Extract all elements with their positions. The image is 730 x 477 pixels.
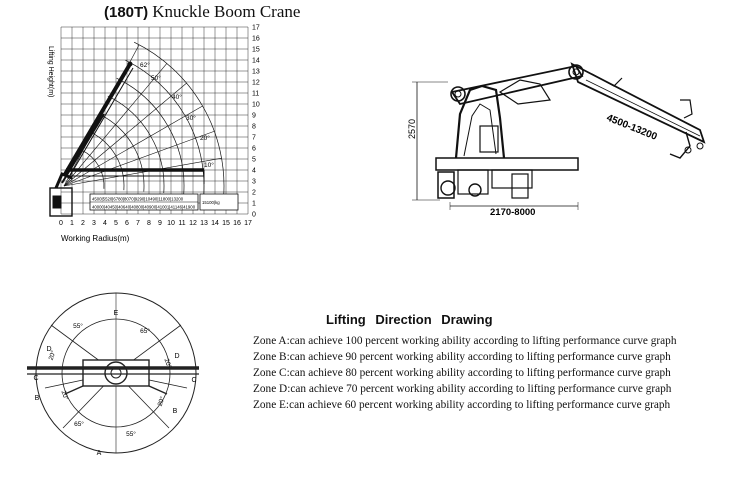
zone-letter: A bbox=[97, 450, 102, 457]
zone-letter: C bbox=[191, 377, 196, 384]
angle-label: 20° bbox=[200, 134, 210, 142]
zone-angle-label: 20° bbox=[162, 357, 173, 369]
title-model: (180T) bbox=[104, 4, 149, 21]
angle-ray bbox=[63, 157, 222, 187]
y-tick-label: 11 bbox=[252, 91, 259, 98]
zone-angle-label: 55° bbox=[126, 430, 136, 438]
angle-ray bbox=[63, 63, 168, 187]
crane-boom-drawing bbox=[49, 61, 205, 217]
x-tick-label: 14 bbox=[211, 220, 219, 227]
load-table-side-row: 15100|kg bbox=[202, 200, 220, 205]
zone-angle-label: 65° bbox=[74, 420, 84, 428]
zone-letters: E D D C C B B A bbox=[33, 310, 196, 457]
zone-angle-label: 20° bbox=[47, 349, 58, 361]
base-dimension: 2170-8000 bbox=[490, 207, 535, 218]
angle-label: 50° bbox=[151, 74, 161, 82]
zone-letter: C bbox=[33, 375, 38, 382]
x-tick-label: 13 bbox=[200, 220, 208, 227]
zone-circle-lines bbox=[27, 292, 199, 454]
zone-description-list: Zone A:can achieve 100 percent working a… bbox=[253, 333, 676, 413]
zone-letter: E bbox=[114, 310, 119, 317]
y-tick-label: 0 bbox=[252, 212, 256, 219]
height-dimension: 2570 bbox=[407, 119, 417, 139]
x-tick-label: 17 bbox=[244, 220, 252, 227]
x-tick-label: 8 bbox=[147, 220, 151, 227]
crane-side-view: 2570 4500-13200 2170-8000 bbox=[407, 62, 706, 218]
y-tick-label: 2 bbox=[252, 190, 256, 197]
zone-angle-label: 20° bbox=[156, 395, 167, 407]
x-tick-label: 1 bbox=[70, 220, 74, 227]
range-grid bbox=[60, 26, 249, 215]
y-tick-label: 10 bbox=[252, 102, 260, 109]
zone-d-description: Zone D:can achieve 70 percent working ab… bbox=[253, 383, 672, 395]
y-tick-label: 6 bbox=[252, 146, 256, 153]
zone-letter: D bbox=[46, 346, 51, 353]
x-tick-label: 11 bbox=[178, 220, 185, 227]
angle-ray bbox=[63, 105, 203, 187]
y-tick-label: 4 bbox=[252, 168, 256, 175]
zone-c-description: Zone C:can achieve 80 percent working ab… bbox=[253, 367, 671, 379]
x-tick-label: 16 bbox=[233, 220, 241, 227]
load-table-bottom-row: 40000|40450|40640|40800|40900|41001|4114… bbox=[92, 205, 196, 210]
y-tick-label: 1 bbox=[252, 201, 256, 208]
y-axis-label: Lifting Height(m) bbox=[47, 46, 54, 97]
side-view-drawing bbox=[412, 62, 706, 210]
working-range-chart: 4500|5520|6780|8070|9290|10490|11800|132… bbox=[47, 25, 260, 244]
zone-e-description: Zone E:can achieve 60 percent working ab… bbox=[253, 399, 671, 411]
x-tick-label: 6 bbox=[125, 220, 129, 227]
y-tick-label: 9 bbox=[252, 113, 256, 120]
y-tick-label: 15 bbox=[252, 47, 260, 54]
y-tick-label: 12 bbox=[252, 80, 260, 87]
angle-label: 62° bbox=[140, 61, 150, 69]
x-tick-label: 15 bbox=[222, 220, 230, 227]
x-tick-label: 12 bbox=[189, 220, 197, 227]
x-tick-label: 5 bbox=[114, 220, 118, 227]
angle-label: 30° bbox=[186, 114, 196, 122]
y-tick-label: 17 bbox=[252, 25, 260, 32]
y-tick-label: 5 bbox=[252, 157, 256, 164]
zone-angle-label: 55° bbox=[73, 322, 83, 330]
angle-labels: 62°50° 40° 30° 20° 10° bbox=[140, 61, 214, 169]
zone-angle-label: 65° bbox=[140, 327, 150, 335]
x-tick-label: 7 bbox=[136, 220, 140, 227]
x-tick-label: 4 bbox=[103, 220, 107, 227]
y-tick-label: 3 bbox=[252, 179, 256, 186]
zone-b-description: Zone B:can achieve 90 percent working ab… bbox=[253, 351, 671, 363]
title-name: Knuckle Boom Crane bbox=[152, 2, 301, 21]
x-tick-label: 10 bbox=[167, 220, 175, 227]
zone-letter: D bbox=[174, 353, 179, 360]
angle-label: 40° bbox=[172, 93, 182, 101]
y-tick-label: 14 bbox=[252, 58, 260, 65]
x-tick-label: 9 bbox=[158, 220, 162, 227]
x-tick-label: 3 bbox=[92, 220, 96, 227]
angle-ray bbox=[63, 130, 215, 187]
zone-letter: B bbox=[35, 395, 40, 402]
x-axis-label: Working Radius(m) bbox=[61, 234, 130, 243]
lifting-direction-heading: Lifting Direction Drawing bbox=[326, 312, 493, 327]
zone-angle-label: 20° bbox=[59, 389, 70, 401]
y-tick-label: 16 bbox=[252, 36, 260, 43]
page-title: (180T)Knuckle Boom Crane bbox=[104, 2, 300, 22]
lifting-zone-circle: E D D C C B B A 55° 65° 20° 20° 20° 20° 65° 55° bbox=[27, 292, 199, 457]
angle-label: 10° bbox=[204, 161, 214, 169]
zone-a-description: Zone A:can achieve 100 percent working a… bbox=[253, 335, 677, 347]
zone-letter: B bbox=[173, 408, 178, 415]
zone-angle-labels: 55° 65° 20° 20° 20° 20° 65° 55° bbox=[47, 322, 174, 438]
load-table-top-row: 4500|5520|6780|8070|9290|10490|11800|132… bbox=[92, 197, 184, 202]
y-tick-label: 8 bbox=[252, 124, 256, 131]
y-tick-label: 7 bbox=[252, 135, 256, 142]
x-tick-label: 0 bbox=[59, 220, 63, 227]
load-table: 4500|5520|6780|8070|9290|10490|11800|132… bbox=[89, 193, 239, 211]
x-tick-label: 2 bbox=[81, 220, 85, 227]
y-tick-label: 13 bbox=[252, 69, 260, 76]
